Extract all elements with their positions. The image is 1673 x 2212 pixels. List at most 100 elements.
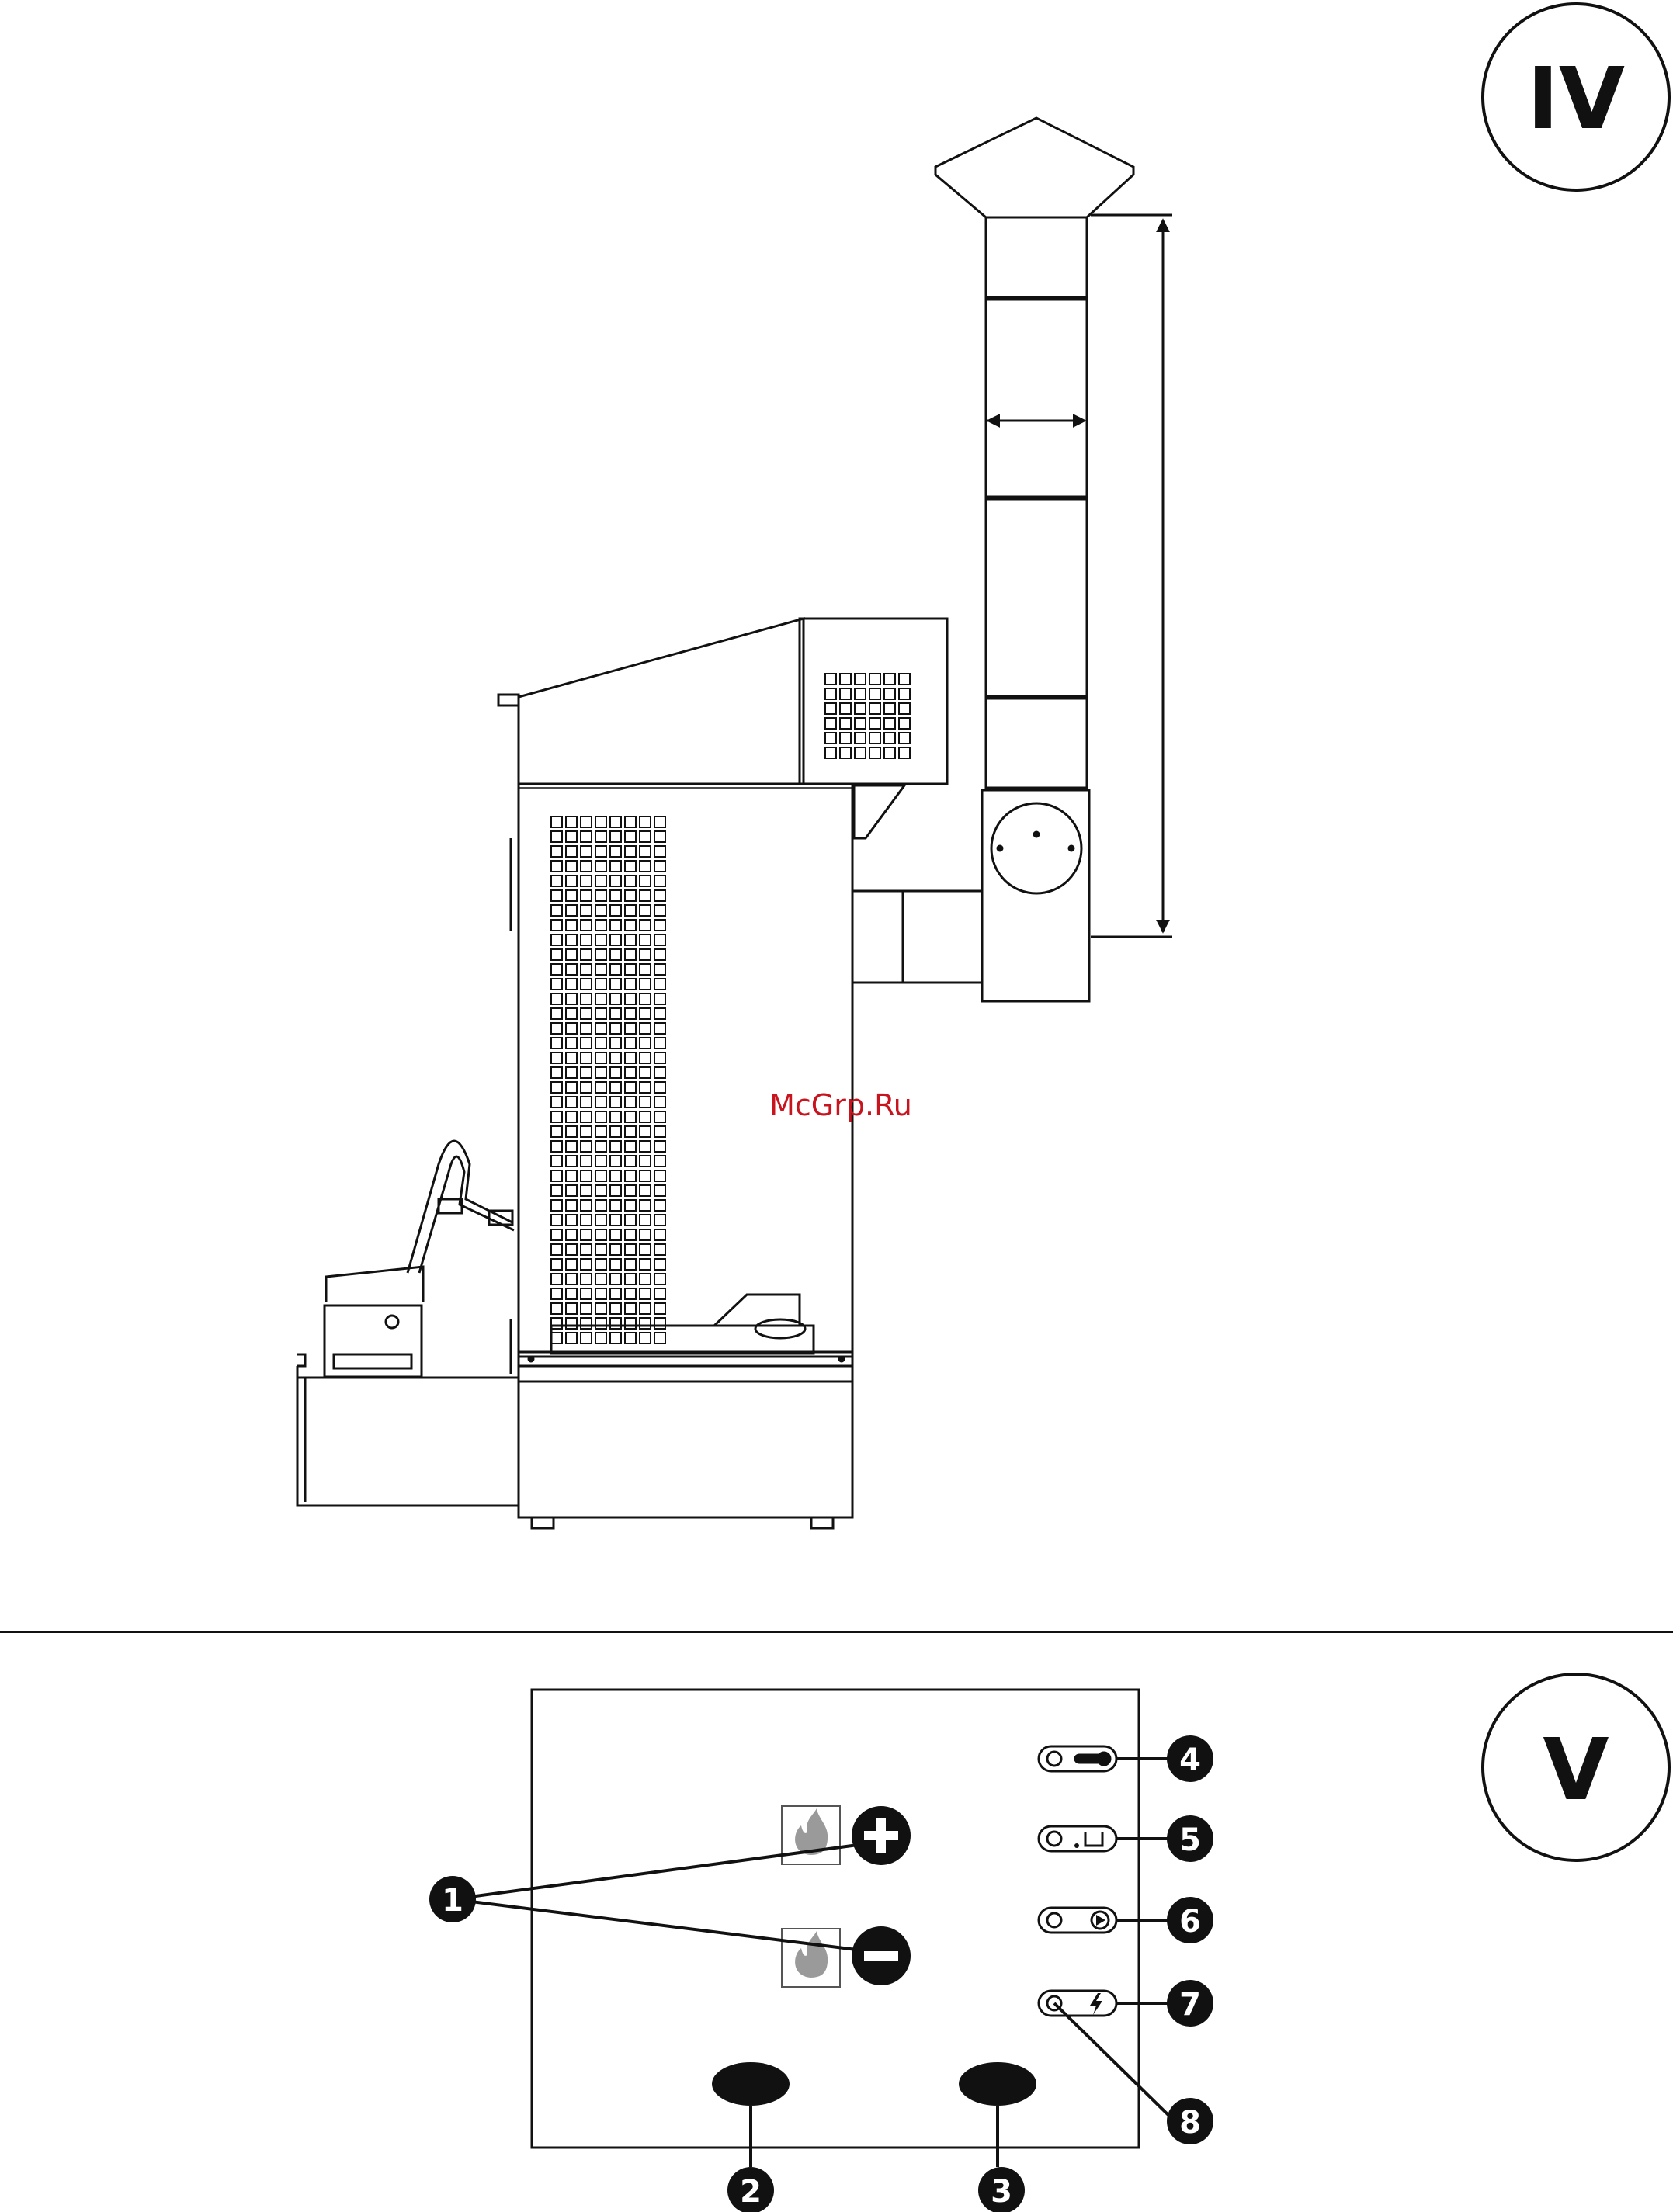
grille-slot xyxy=(625,1023,636,1034)
grille-slot xyxy=(581,1126,592,1137)
grille-slot xyxy=(654,993,665,1004)
grille-slot xyxy=(566,934,577,945)
heater-top-box xyxy=(800,619,947,784)
svg-text:1: 1 xyxy=(442,1883,463,1919)
grille-slot xyxy=(551,816,562,827)
grille-slot xyxy=(825,733,836,744)
grille-slot xyxy=(640,1333,651,1343)
grille-slot xyxy=(625,1082,636,1093)
flue-connector xyxy=(852,891,982,983)
grille-slot xyxy=(581,1156,592,1167)
grille-slot xyxy=(654,1141,665,1152)
grille-slot xyxy=(654,979,665,990)
grille-slot xyxy=(840,718,851,729)
figure-iv-label: IV xyxy=(1527,49,1625,148)
grille-slot xyxy=(640,1008,651,1019)
grille-slot xyxy=(581,1215,592,1226)
grille-slot xyxy=(654,949,665,960)
grille-slot xyxy=(640,1185,651,1196)
grille-slot xyxy=(640,875,651,886)
dimension-arrows xyxy=(987,215,1172,937)
top-grille xyxy=(825,674,910,758)
grille-slot xyxy=(581,1303,592,1314)
grille-slot xyxy=(654,1333,665,1343)
grille-slot xyxy=(840,747,851,758)
grille-slot xyxy=(595,846,606,857)
knob-2[interactable] xyxy=(712,2062,790,2106)
grille-slot xyxy=(551,949,562,960)
grille-slot xyxy=(566,1067,577,1078)
grille-slot xyxy=(654,1023,665,1034)
grille-slot xyxy=(654,1318,665,1329)
grille-slot xyxy=(551,964,562,975)
grille-slot xyxy=(581,1141,592,1152)
grille-slot xyxy=(654,816,665,827)
grille-slot xyxy=(840,733,851,744)
grille-slot xyxy=(825,703,836,714)
grille-slot xyxy=(581,1274,592,1285)
grille-slot xyxy=(566,1303,577,1314)
grille-slot xyxy=(581,1288,592,1299)
grille-slot xyxy=(654,831,665,842)
grille-slot xyxy=(566,1288,577,1299)
grille-slot xyxy=(566,1170,577,1181)
grille-slot xyxy=(899,733,910,744)
grille-slot xyxy=(640,1259,651,1270)
grille-slot xyxy=(595,934,606,945)
grille-slot xyxy=(551,1111,562,1122)
grille-slot xyxy=(640,1067,651,1078)
grille-slot xyxy=(610,1067,621,1078)
grille-slot xyxy=(610,816,621,827)
grille-slot xyxy=(654,846,665,857)
grille-slot xyxy=(551,920,562,931)
grille-slot xyxy=(610,1126,621,1137)
grille-slot xyxy=(654,1156,665,1167)
grille-slot xyxy=(654,1229,665,1240)
grille-slot xyxy=(551,905,562,916)
grille-slot xyxy=(654,1259,665,1270)
grille-slot xyxy=(625,1111,636,1122)
grille-slot xyxy=(640,1229,651,1240)
grille-slot xyxy=(551,890,562,901)
grille-slot xyxy=(640,1052,651,1063)
grille-slot xyxy=(640,1318,651,1329)
grille-slot xyxy=(551,1052,562,1063)
grille-slot xyxy=(625,905,636,916)
grille-slot xyxy=(610,846,621,857)
grille-slot xyxy=(855,747,866,758)
figure-iv: IV xyxy=(297,4,1669,1528)
pump-housing xyxy=(325,1305,422,1377)
grille-slot xyxy=(610,1052,621,1063)
grille-slot xyxy=(654,1185,665,1196)
grille-slot xyxy=(581,905,592,916)
grille-slot xyxy=(551,846,562,857)
grille-slot xyxy=(855,688,866,699)
svg-text:3: 3 xyxy=(991,2174,1012,2210)
grille-slot xyxy=(566,1185,577,1196)
grille-slot xyxy=(595,861,606,872)
grille-slot xyxy=(640,979,651,990)
grille-slot xyxy=(899,747,910,758)
grille-slot xyxy=(581,1318,592,1329)
grille-slot xyxy=(595,1023,606,1034)
grille-slot xyxy=(625,1052,636,1063)
heater-base xyxy=(519,1366,852,1517)
grille-slot xyxy=(551,1185,562,1196)
grille-slot xyxy=(640,1200,651,1211)
grille-slot xyxy=(595,1008,606,1019)
grille-slot xyxy=(625,949,636,960)
grille-slot xyxy=(610,1111,621,1122)
flame-minus-icon xyxy=(795,1931,828,1978)
grille-slot xyxy=(640,1111,651,1122)
grille-slot xyxy=(595,920,606,931)
grille-slot xyxy=(610,875,621,886)
grille-slot xyxy=(625,1333,636,1343)
heater xyxy=(498,619,947,1528)
knob-3[interactable] xyxy=(959,2062,1036,2106)
grille-slot xyxy=(640,905,651,916)
grille-slot xyxy=(610,1318,621,1329)
grille-slot xyxy=(625,1126,636,1137)
indicator-temperature xyxy=(1039,1746,1116,1771)
grille-slot xyxy=(610,861,621,872)
